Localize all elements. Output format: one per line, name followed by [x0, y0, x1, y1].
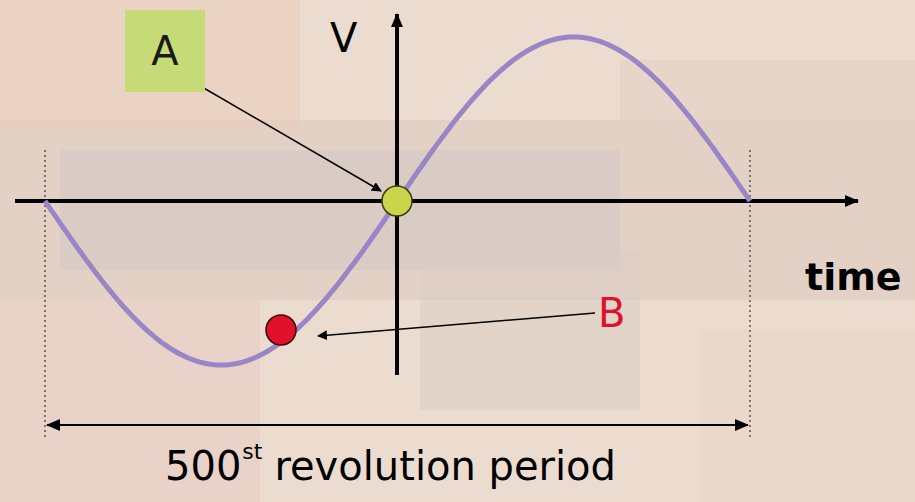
superscript: st [242, 441, 262, 463]
period-label: 500 [165, 446, 241, 486]
leader-line [190, 80, 381, 191]
particle-b [266, 315, 296, 345]
axis-label: time [805, 258, 902, 296]
period-dimension-arrow [47, 424, 748, 426]
leader-line [318, 313, 595, 336]
period-label: revolution period [274, 446, 616, 486]
point-label: A [151, 28, 178, 74]
axis-label: V [330, 18, 357, 58]
period-boundary [749, 150, 750, 440]
label-box: A [125, 10, 205, 92]
particle-a [382, 186, 412, 216]
time-axis [15, 199, 858, 203]
point-label: B [598, 293, 625, 333]
period-boundary [44, 150, 45, 440]
